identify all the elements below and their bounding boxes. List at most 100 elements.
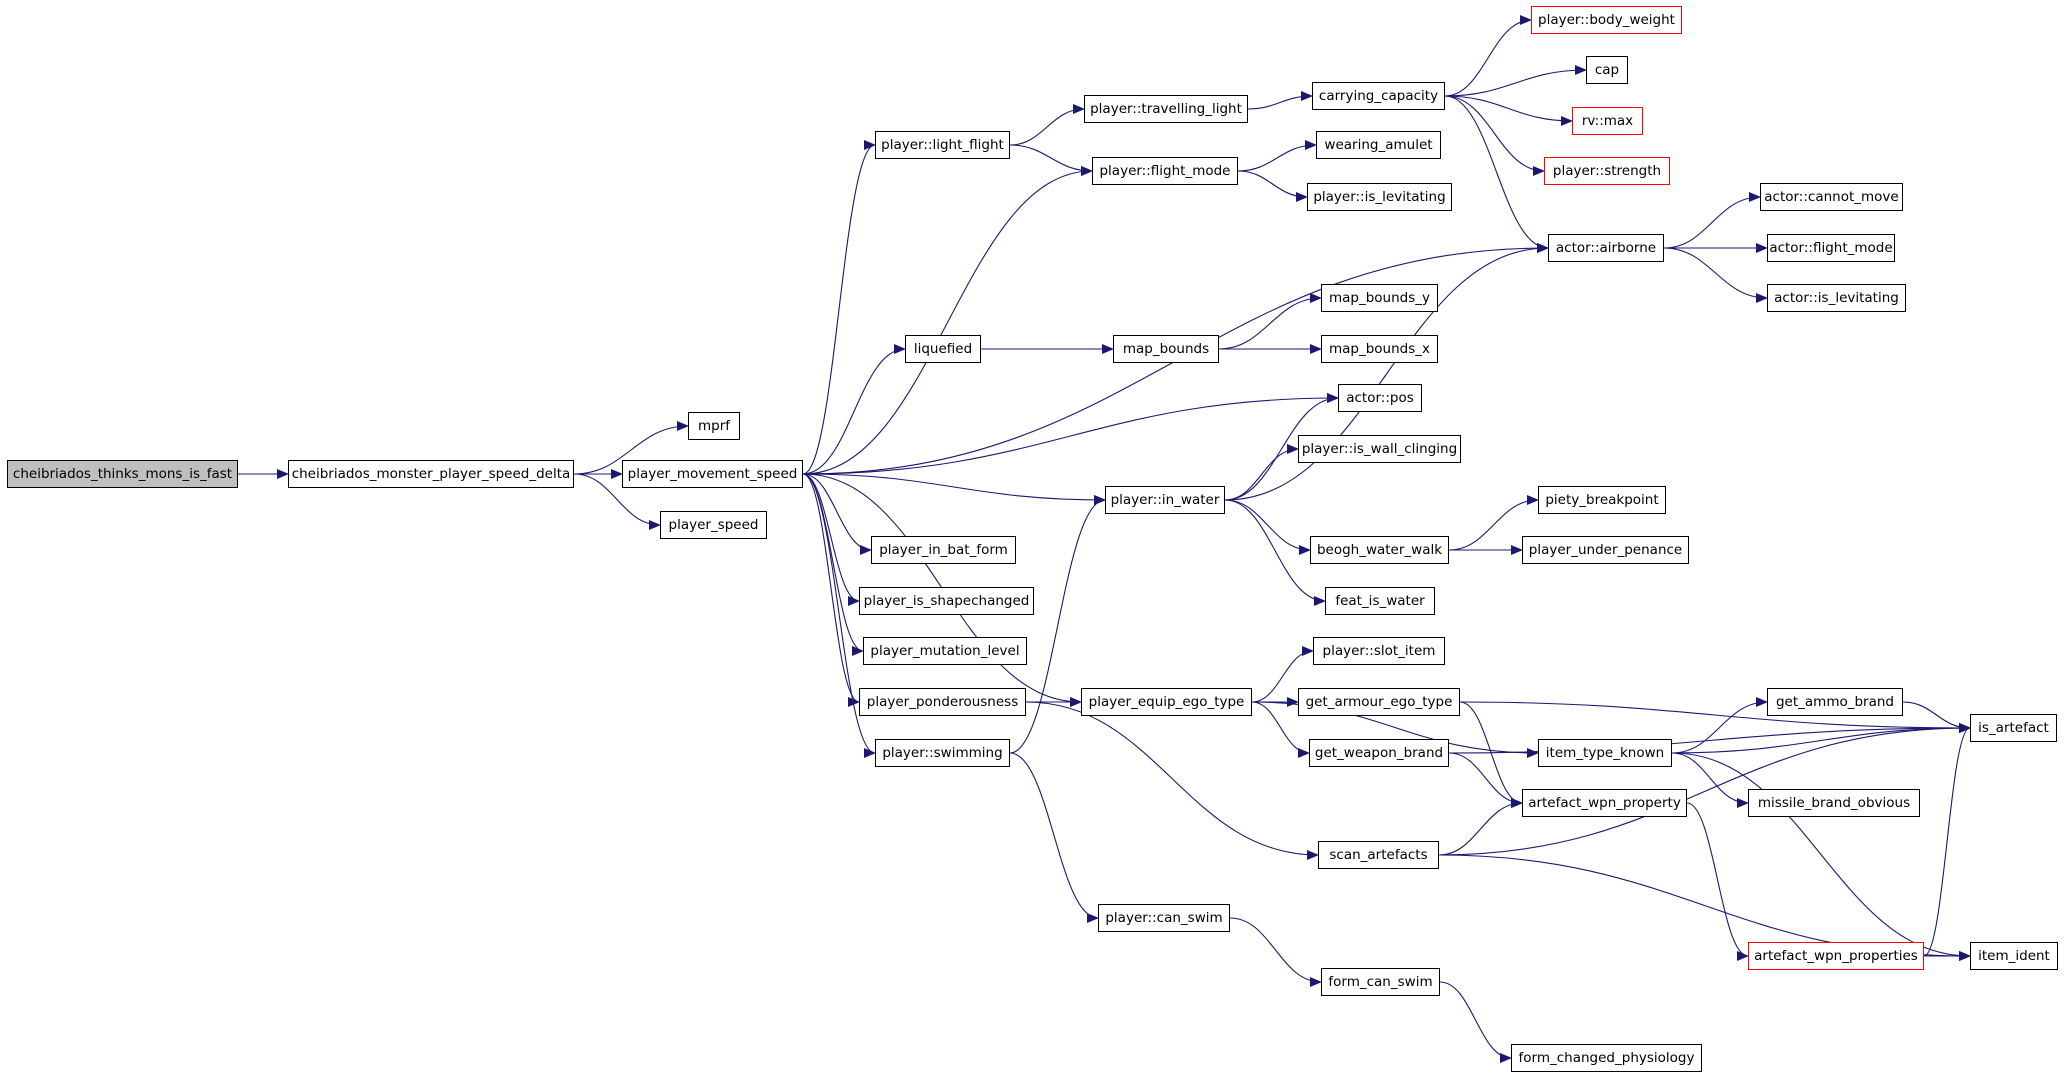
edge-player-in-water-to-player-is-wall-clinging [1224, 444, 1299, 501]
edge-actor-airborne-to-actor-is-levitating [1663, 247, 1768, 303]
edge-player-flight-mode-to-wearing-amulet [1237, 140, 1317, 172]
edge-cheibriados-monster-player-speed-delta-to-player-speed [573, 473, 661, 530]
edge-actor-airborne-to-actor-cannot-move [1663, 192, 1761, 249]
edge-player-movement-speed-to-player-in-bat-form [802, 473, 872, 555]
edge-player-movement-speed-to-player-light-flight [802, 140, 876, 475]
node-actor-is-levitating[interactable]: actor::is_levitating [1767, 284, 1906, 312]
edge-player-movement-speed-to-player-ponderousness [802, 473, 860, 707]
node-player-travelling-light[interactable]: player::travelling_light [1084, 95, 1248, 123]
edge-beogh-water-walk-to-piety-breakpoint [1448, 495, 1539, 551]
node-player-equip-ego-type[interactable]: player_equip_ego_type [1081, 688, 1252, 716]
node-liquefied[interactable]: liquefied [905, 335, 981, 363]
node-player-movement-speed[interactable]: player_movement_speed [622, 460, 803, 488]
node-player-mutation-level[interactable]: player_mutation_level [863, 637, 1027, 665]
node-player-can-swim[interactable]: player::can_swim [1098, 904, 1230, 932]
node-player-body-weight[interactable]: player::body_weight [1531, 6, 1682, 34]
node-map-bounds[interactable]: map_bounds [1113, 335, 1219, 363]
node-scan-artefacts[interactable]: scan_artefacts [1318, 841, 1439, 869]
edge-item-type-known-to-is-artefact [1671, 723, 1971, 754]
edge-artefact-wpn-property-to-artefact-wpn-properties [1686, 802, 1749, 961]
node-form-changed-physiology[interactable]: form_changed_physiology [1511, 1044, 1702, 1072]
node-cap[interactable]: cap [1586, 56, 1628, 84]
edge-player-in-water-to-actor-airborne [1224, 243, 1549, 501]
edge-player-movement-speed-to-liquefied [802, 344, 906, 475]
edge-player-movement-speed-to-player-mutation-level [802, 473, 864, 656]
node-player-is-levitating[interactable]: player::is_levitating [1307, 183, 1452, 211]
node-actor-airborne[interactable]: actor::airborne [1548, 234, 1664, 262]
node-map-bounds-y[interactable]: map_bounds_y [1321, 284, 1438, 312]
node-is-artefact[interactable]: is_artefact [1970, 714, 2057, 742]
node-get-ammo-brand[interactable]: get_ammo_brand [1767, 688, 1903, 716]
node-player-flight-mode[interactable]: player::flight_mode [1092, 157, 1238, 185]
node-player-ponderousness[interactable]: player_ponderousness [859, 688, 1026, 716]
node-player-swimming[interactable]: player::swimming [875, 739, 1010, 767]
edge-scan-artefacts-to-item-ident [1438, 854, 1971, 961]
edge-player-in-water-to-beogh-water-walk [1224, 499, 1311, 555]
node-feat-is-water[interactable]: feat_is_water [1325, 587, 1435, 615]
node-item-ident[interactable]: item_ident [1970, 942, 2058, 970]
edge-scan-artefacts-to-is-artefact [1438, 723, 1971, 856]
node-cheibriados-monster-player-speed-delta[interactable]: cheibriados_monster_player_speed_delta [288, 460, 574, 488]
edge-carrying-capacity-to-player-strength [1444, 95, 1545, 176]
edge-cheibriados-monster-player-speed-delta-to-mprf [573, 421, 689, 475]
node-actor-cannot-move[interactable]: actor::cannot_move [1760, 183, 1903, 211]
node-actor-pos[interactable]: actor::pos [1338, 384, 1422, 412]
edge-item-type-known-to-item-ident [1671, 752, 1971, 961]
node-player-is-wall-clinging[interactable]: player::is_wall_clinging [1298, 435, 1461, 463]
edge-player-movement-speed-to-player-flight-mode [802, 166, 1093, 475]
node-beogh-water-walk[interactable]: beogh_water_walk [1310, 536, 1449, 564]
node-player-in-bat-form[interactable]: player_in_bat_form [871, 536, 1016, 564]
node-missile-brand-obvious[interactable]: missile_brand_obvious [1748, 789, 1920, 817]
edge-carrying-capacity-to-rv-max [1444, 95, 1573, 126]
edge-player-equip-ego-type-to-item-type-known [1251, 701, 1539, 758]
node-item-type-known[interactable]: item_type_known [1538, 739, 1672, 767]
node-piety-breakpoint[interactable]: piety_breakpoint [1538, 486, 1666, 514]
node-wearing-amulet[interactable]: wearing_amulet [1316, 131, 1441, 159]
edge-player-movement-speed-to-player-is-shapechanged [802, 473, 860, 606]
node-form-can-swim[interactable]: form_can_swim [1321, 968, 1440, 996]
node-carrying-capacity[interactable]: carrying_capacity [1312, 82, 1445, 110]
edge-artefact-wpn-properties-to-is-artefact [1923, 723, 1971, 957]
node-mprf[interactable]: mprf [688, 412, 740, 440]
edge-player-equip-ego-type-to-player-slot-item [1251, 646, 1314, 703]
node-actor-flight-mode[interactable]: actor::flight_mode [1767, 234, 1895, 262]
edge-player-flight-mode-to-player-is-levitating [1237, 170, 1308, 202]
edge-player-swimming-to-player-in-water [1009, 495, 1106, 754]
edge-player-movement-speed-to-player-in-water [802, 473, 1106, 505]
edge-player-swimming-to-player-can-swim [1009, 752, 1099, 923]
node-artefact-wpn-property[interactable]: artefact_wpn_property [1522, 789, 1687, 817]
node-player-slot-item[interactable]: player::slot_item [1313, 637, 1445, 665]
node-rv-max[interactable]: rv::max [1572, 107, 1643, 135]
edge-player-light-flight-to-player-travelling-light [1009, 104, 1085, 146]
node-map-bounds-x[interactable]: map_bounds_x [1321, 335, 1438, 363]
node-player-under-penance[interactable]: player_under_penance [1522, 536, 1689, 564]
node-player-is-shapechanged[interactable]: player_is_shapechanged [859, 587, 1034, 615]
edge-map-bounds-to-map-bounds-y [1218, 293, 1322, 350]
edge-carrying-capacity-to-cap [1444, 65, 1587, 97]
node-artefact-wpn-properties[interactable]: artefact_wpn_properties [1748, 942, 1924, 970]
edge-player-ponderousness-to-scan-artefacts [1025, 701, 1319, 860]
node-player-in-water[interactable]: player::in_water [1105, 486, 1225, 514]
edge-get-ammo-brand-to-is-artefact [1902, 701, 1971, 733]
edge-player-can-swim-to-form-can-swim [1229, 917, 1322, 987]
edge-item-type-known-to-get-ammo-brand [1671, 697, 1768, 754]
edge-player-in-water-to-feat-is-water [1224, 499, 1326, 606]
node-player-strength[interactable]: player::strength [1544, 157, 1670, 185]
node-cheibriados-thinks-mons-is-fast[interactable]: cheibriados_thinks_mons_is_fast [7, 460, 238, 488]
edge-player-movement-speed-to-player-swimming [802, 473, 876, 758]
edge-scan-artefacts-to-artefact-wpn-property [1438, 798, 1523, 856]
node-player-light-flight[interactable]: player::light_flight [875, 131, 1010, 159]
edge-player-travelling-light-to-carrying-capacity [1247, 91, 1313, 110]
edge-get-armour-ego-type-to-is-artefact [1459, 701, 1971, 733]
node-get-armour-ego-type[interactable]: get_armour_ego_type [1298, 688, 1460, 716]
edge-player-in-water-to-actor-pos [1224, 393, 1339, 501]
edge-player-light-flight-to-player-flight-mode [1009, 144, 1093, 176]
node-get-weapon-brand[interactable]: get_weapon_brand [1309, 739, 1449, 767]
edge-player-equip-ego-type-to-get-weapon-brand [1251, 701, 1310, 758]
edge-carrying-capacity-to-player-body-weight [1444, 15, 1532, 97]
edge-player-movement-speed-to-actor-pos [802, 393, 1339, 475]
node-player-speed[interactable]: player_speed [660, 511, 767, 539]
edge-form-can-swim-to-form-changed-physiology [1439, 981, 1512, 1063]
